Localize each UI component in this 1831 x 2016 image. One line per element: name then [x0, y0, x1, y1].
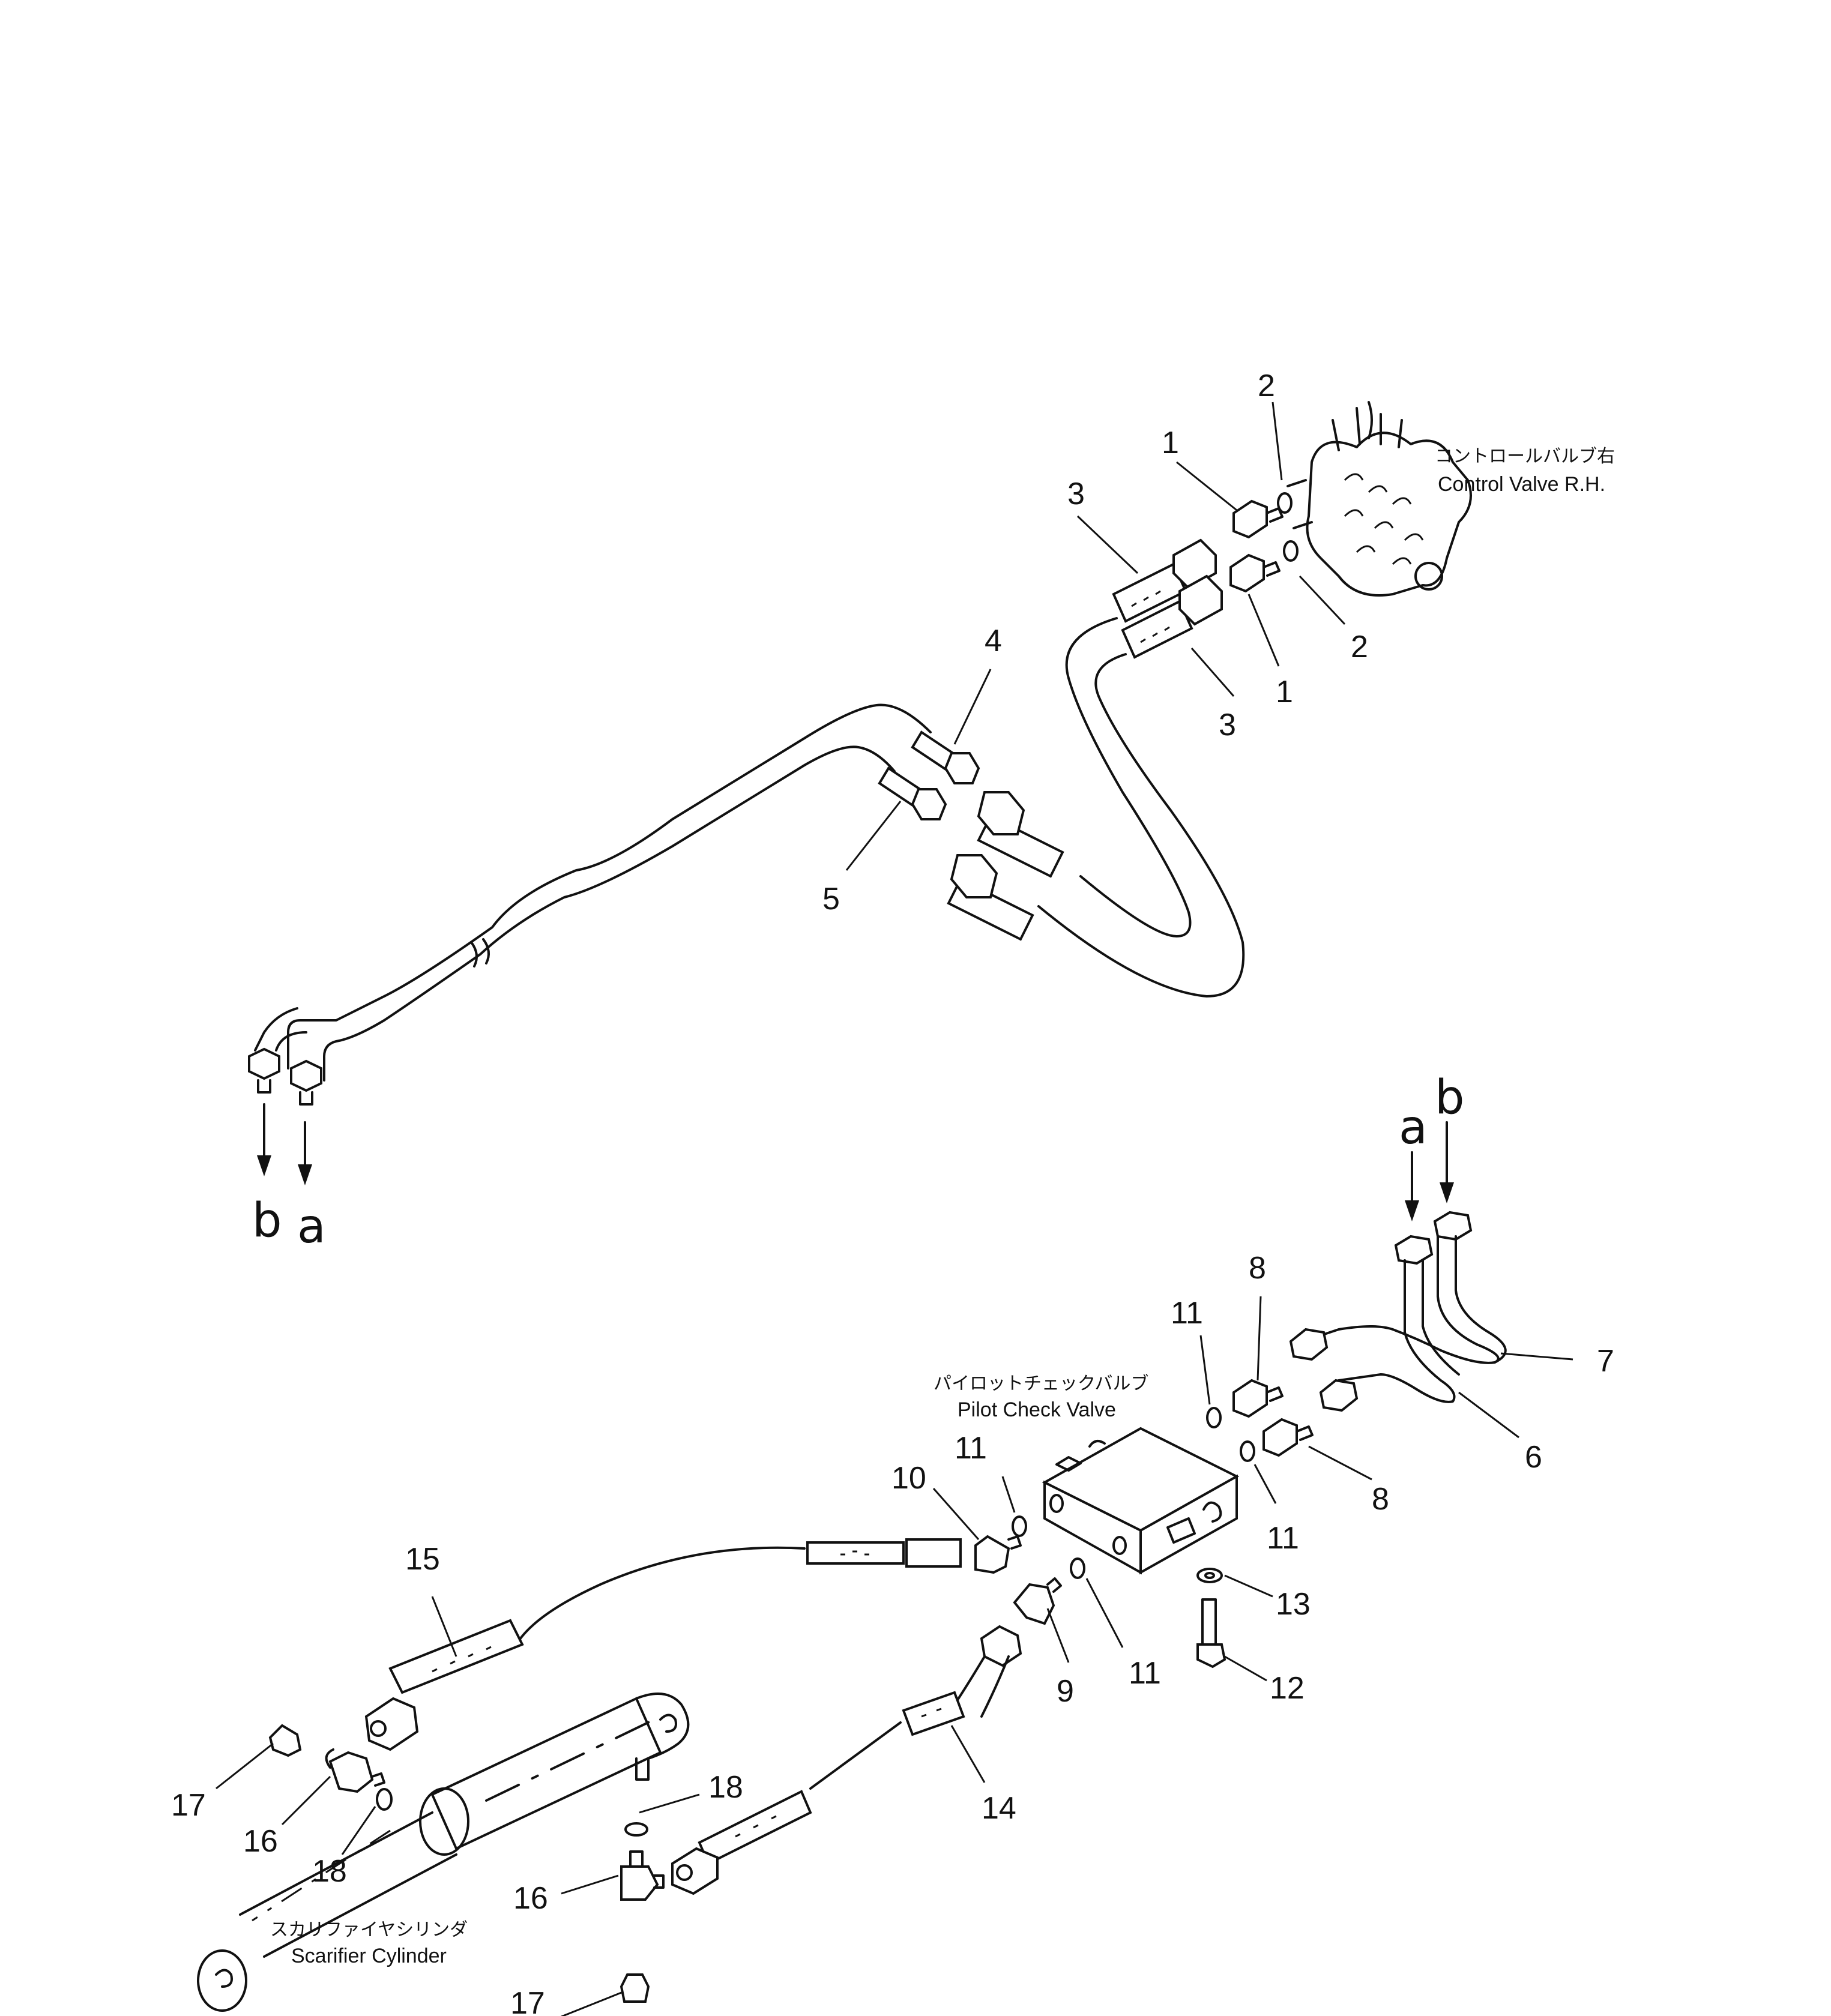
callout-11: 11	[955, 1431, 987, 1466]
callout-11: 11	[1267, 1521, 1299, 1556]
callout-6: 6	[1525, 1440, 1542, 1475]
scarifier-cylinder-label-en: Scarifier Cylinder	[291, 1945, 447, 1967]
callout-10: 10	[891, 1461, 926, 1496]
o-ring-18-bottom	[624, 1822, 648, 1837]
plug-17-left	[268, 1724, 302, 1757]
control-valve-label-jp: コントロールバルブ右	[1435, 446, 1615, 467]
hose-14	[671, 1625, 1022, 1895]
callout-18: 18	[312, 1854, 347, 1889]
callout-16: 16	[513, 1881, 548, 1916]
upper-a-label: a	[297, 1200, 326, 1254]
tube-5	[383, 745, 947, 1022]
callout-5: 5	[822, 882, 840, 916]
hose-3-lower-fitting	[1121, 574, 1223, 659]
callout-7: 7	[1597, 1344, 1614, 1379]
callout-11: 11	[1171, 1296, 1203, 1331]
o-ring-11-d	[1070, 1557, 1085, 1579]
lower-a-label: a	[1399, 1101, 1428, 1155]
callout-18: 18	[708, 1770, 743, 1805]
washer-13	[1196, 1568, 1223, 1583]
callout-1: 1	[1162, 426, 1179, 460]
o-ring-11-a	[1206, 1407, 1222, 1428]
pilot-check-valve-label-jp: パイロットチェックバルブ	[934, 1373, 1149, 1394]
break-mark	[470, 938, 490, 967]
callout-2: 2	[1258, 369, 1275, 403]
o-ring-18-left	[376, 1788, 393, 1811]
callout-8: 8	[1249, 1251, 1266, 1286]
callout-17: 17	[510, 1986, 545, 2016]
callout-12: 12	[1270, 1671, 1305, 1706]
o-ring-11-b	[1240, 1440, 1255, 1462]
hose-3-loop	[947, 617, 1245, 997]
callout-1: 1	[1276, 675, 1293, 709]
callout-16: 16	[243, 1824, 278, 1859]
plug-17-bottom	[620, 1973, 650, 2003]
pilot-check-valve	[1042, 1427, 1240, 1575]
connector-1-upper	[1232, 499, 1284, 539]
elbow-fittings-left	[248, 995, 385, 1106]
callout-13: 13	[1276, 1587, 1311, 1622]
connector-8-lower	[1262, 1418, 1314, 1457]
tube-6	[1319, 1235, 1460, 1412]
pilot-check-valve-label-en: Pilot Check Valve	[958, 1398, 1116, 1421]
lower-b-label: b	[1435, 1071, 1465, 1125]
callout-14: 14	[982, 1791, 1016, 1826]
connector-8-upper	[1232, 1379, 1284, 1418]
callout-3: 3	[1067, 477, 1085, 511]
o-ring-11-c	[1012, 1515, 1027, 1537]
control-valve-label-en: Control Valve R.H.	[1438, 473, 1605, 496]
scarifier-cylinder	[197, 1693, 690, 2012]
scarifier-cylinder-label-jp: スカリファイヤシリンダ	[270, 1919, 468, 1940]
tube-7	[1289, 1211, 1507, 1364]
tube-4	[383, 703, 980, 997]
callout-3: 3	[1219, 708, 1236, 742]
elbow-9	[1013, 1577, 1062, 1625]
elbow-16-bottom	[620, 1850, 665, 1901]
elbow-16-left	[325, 1748, 385, 1793]
upper-connection-arrows	[257, 1103, 312, 1185]
control-valve-rh	[1287, 401, 1472, 597]
callout-2: 2	[1351, 630, 1368, 664]
callout-11: 11	[1129, 1656, 1161, 1691]
connector-1-lower	[1229, 553, 1280, 593]
callout-9: 9	[1057, 1674, 1074, 1709]
upper-leader-lines	[845, 402, 1346, 871]
lower-leader-lines	[216, 1296, 1573, 2016]
elbow-10	[974, 1535, 1022, 1574]
lower-connection-arrows	[1405, 1121, 1454, 1221]
callout-17: 17	[171, 1788, 206, 1823]
o-ring-2-lower	[1283, 540, 1299, 562]
callout-8: 8	[1372, 1482, 1389, 1517]
callout-15: 15	[405, 1542, 440, 1577]
upper-b-label: b	[252, 1194, 282, 1248]
callout-4: 4	[985, 624, 1002, 658]
o-ring-2-upper	[1277, 492, 1293, 514]
bolt-12	[1196, 1598, 1226, 1668]
